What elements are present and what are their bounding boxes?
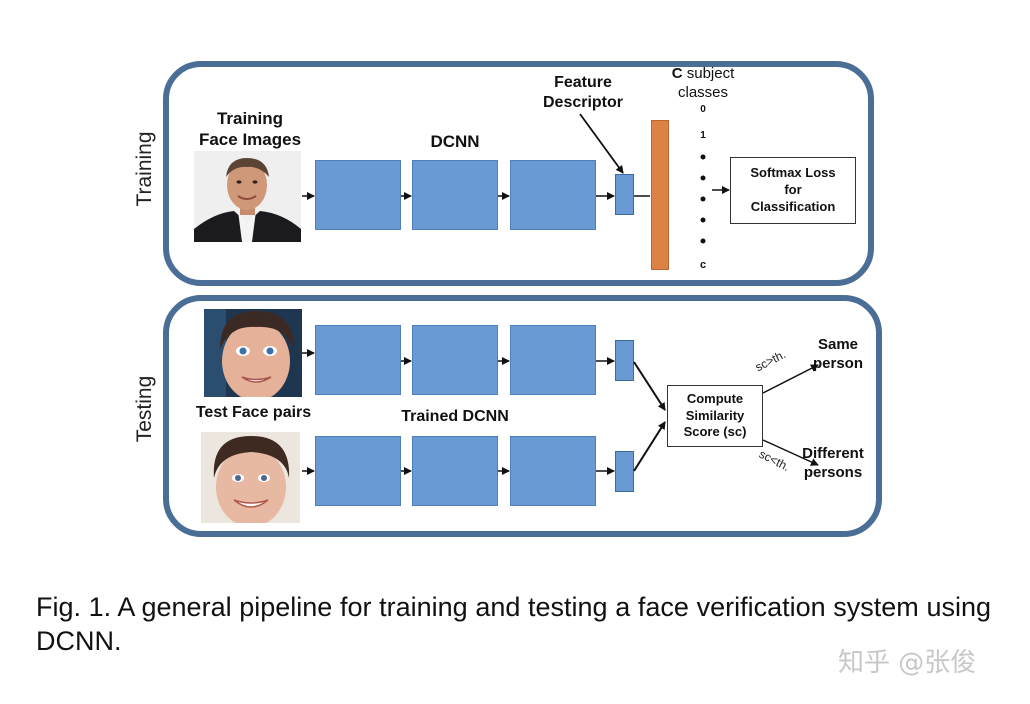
- test-face-image-2: [201, 432, 300, 523]
- class-index-first: 0: [700, 104, 706, 115]
- feature-descriptor-label-line2: Descriptor: [542, 94, 624, 111]
- testing-top-block-3: [510, 325, 596, 395]
- class-dot: [700, 154, 706, 160]
- subject-classes-label: C subject classes: [653, 65, 753, 103]
- arrow-bottom-feature-to-score: [633, 421, 666, 472]
- similarity-score-line3: Score (sc): [683, 424, 747, 440]
- result-diff-line1: Different: [802, 445, 864, 462]
- testing-bottom-block-1: [315, 436, 401, 506]
- training-images-label: Training Face Images: [190, 108, 310, 151]
- feature-descriptor-label: Feature Descriptor: [528, 73, 638, 113]
- testing-bottom-feature-block: [615, 451, 634, 492]
- result-same-line1: Same: [817, 336, 859, 353]
- softmax-loss-box: Softmax Loss for Classification: [730, 157, 856, 224]
- arrow-score-to-same: [762, 364, 819, 394]
- test-face-image-1: [204, 309, 302, 397]
- class-index-last: c: [699, 259, 707, 271]
- similarity-score-box: Compute Similarity Score (sc): [667, 385, 763, 447]
- similarity-score-line2: Similarity: [685, 407, 745, 423]
- arrow-label-to-feature: [579, 113, 624, 174]
- testing-bottom-block-2: [412, 436, 498, 506]
- arrow-score-to-different: [762, 439, 819, 466]
- training-images-label-line1: Training: [216, 109, 284, 128]
- training-dcnn-label: DCNN: [430, 132, 480, 151]
- testing-top-block-2: [412, 325, 498, 395]
- class-dot: [700, 238, 706, 244]
- training-dcnn-block-3: [510, 160, 596, 230]
- softmax-loss-line1: Softmax Loss: [750, 165, 836, 181]
- similarity-score-line1: Compute: [686, 390, 744, 406]
- feature-descriptor-label-line1: Feature: [554, 74, 612, 91]
- training-dcnn-block-1: [315, 160, 401, 230]
- result-diff-line2: persons: [803, 463, 863, 481]
- testing-top-block-1: [315, 325, 401, 395]
- training-feature-descriptor-block: [615, 174, 634, 215]
- result-same-line2: person: [812, 354, 863, 372]
- trained-dcnn-label: Trained DCNN: [401, 408, 509, 425]
- result-same-person-label: Same person: [800, 336, 876, 374]
- class-index-second: 1: [700, 130, 706, 141]
- arrow-top-feature-to-score: [633, 361, 666, 411]
- training-dcnn-block-2: [412, 160, 498, 230]
- softmax-loss-line3: Classification: [750, 198, 836, 214]
- softmax-loss-line2: for: [784, 182, 802, 198]
- subject-classes-label-line2: classes: [677, 83, 729, 101]
- watermark: 知乎 @张俊: [838, 648, 977, 678]
- result-different-persons-label: Different persons: [790, 445, 876, 483]
- subject-classes-label-line1: subject: [686, 65, 735, 82]
- figure-caption: Fig. 1. A general pipeline for training …: [36, 592, 991, 656]
- class-dot: [700, 217, 706, 223]
- subject-classes-label-prefix: C: [671, 65, 683, 82]
- testing-top-feature-block: [615, 340, 634, 381]
- training-images-label-line2: Face Images: [198, 130, 302, 150]
- testing-bottom-block-3: [510, 436, 596, 506]
- class-dot: [700, 196, 706, 202]
- test-face-pairs-label: Test Face pairs: [195, 404, 312, 421]
- subject-classes-bar: [651, 120, 669, 270]
- class-dot: [700, 175, 706, 181]
- training-face-image: [194, 151, 301, 242]
